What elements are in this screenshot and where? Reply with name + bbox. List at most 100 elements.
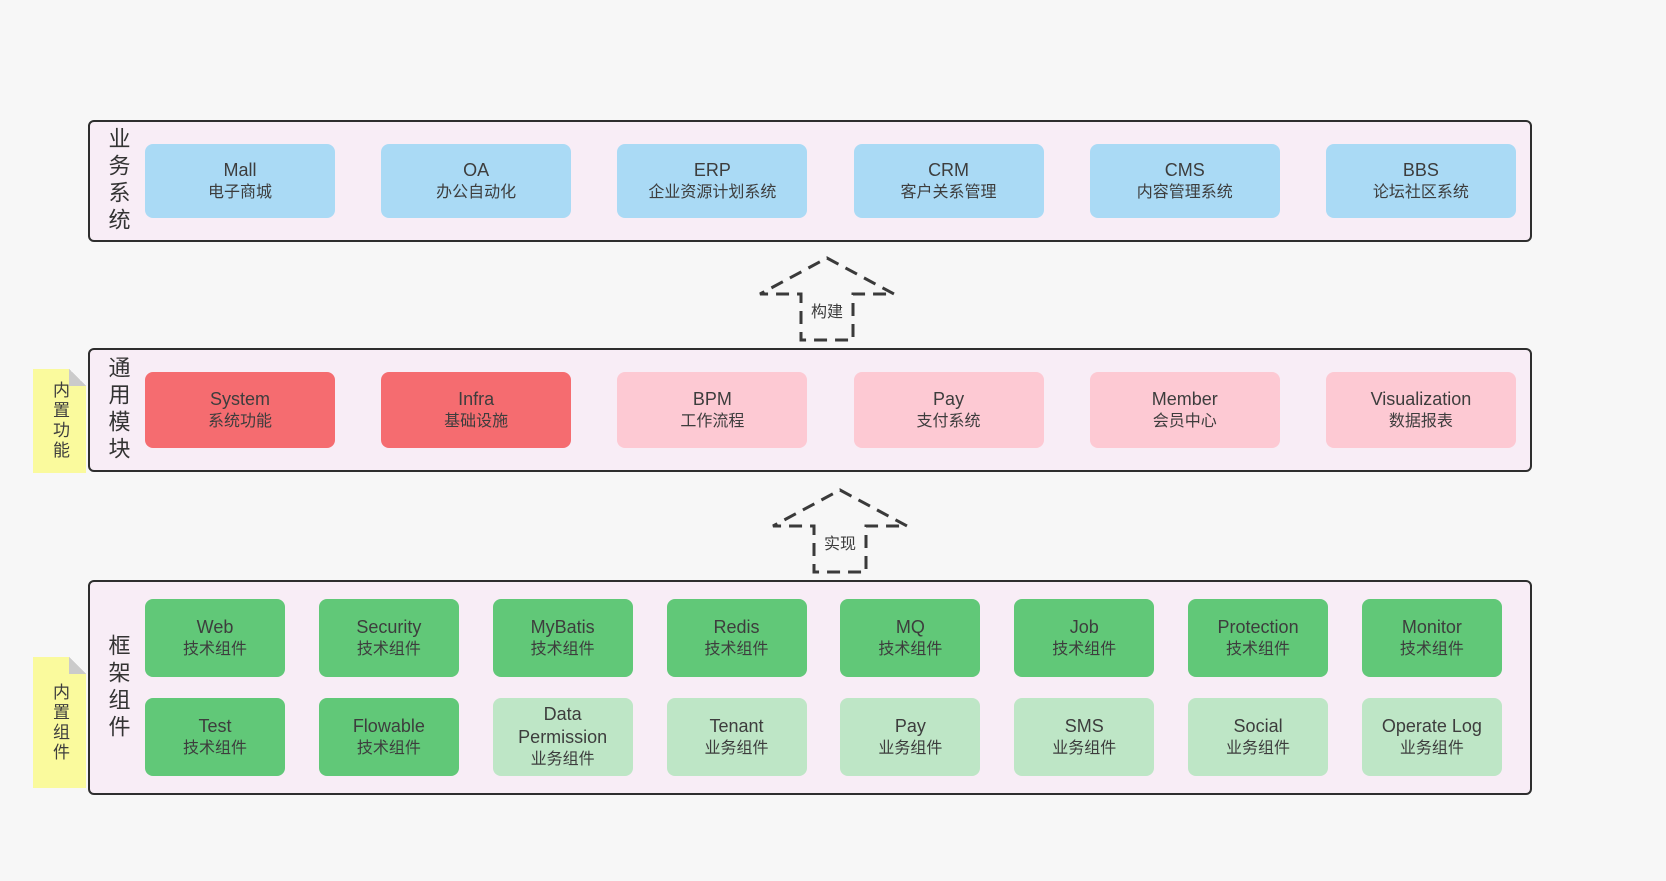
node-title: System bbox=[209, 388, 270, 409]
node-title: SMS bbox=[1064, 715, 1104, 736]
node-subtitle: 技术组件 bbox=[182, 640, 247, 658]
node-title: OA bbox=[463, 159, 490, 180]
node-subtitle: 内容管理系统 bbox=[1136, 183, 1233, 201]
node-subtitle: 业务组件 bbox=[1399, 739, 1464, 757]
node-redis: Redis 技术组件 bbox=[666, 599, 807, 677]
node-title: Test bbox=[198, 715, 232, 736]
node-job: Job 技术组件 bbox=[1014, 599, 1155, 677]
node-oa: OA 办公自动化 bbox=[381, 144, 572, 218]
node-title: Operate Log bbox=[1381, 715, 1482, 736]
node-subtitle: 技术组件 bbox=[1052, 640, 1117, 658]
node-bpm: BPM 工作流程 bbox=[617, 372, 808, 448]
node-title: Social bbox=[1233, 715, 1283, 736]
node-subtitle: 业务组件 bbox=[704, 739, 769, 757]
arrow-label-implement: 实现 bbox=[819, 529, 861, 555]
node-subtitle: 技术组件 bbox=[356, 739, 421, 757]
node-subtitle: 办公自动化 bbox=[436, 183, 517, 201]
node-title: Redis bbox=[713, 616, 760, 637]
node-title: MyBatis bbox=[530, 616, 595, 637]
sticky-note-label: 内置功能 bbox=[50, 381, 69, 461]
node-subtitle: 工作流程 bbox=[680, 412, 745, 430]
sticky-fold-corner-icon bbox=[69, 369, 86, 386]
node-social: Social 业务组件 bbox=[1188, 698, 1329, 776]
node-subtitle: 企业资源计划系统 bbox=[648, 183, 777, 201]
node-web: Web 技术组件 bbox=[145, 599, 285, 677]
dashed-up-arrow-implement: 实现 bbox=[770, 487, 910, 575]
node-subtitle: 技术组件 bbox=[1226, 640, 1291, 658]
up-arrow-icon bbox=[759, 256, 895, 342]
node-title: MQ bbox=[895, 616, 925, 637]
node-title: Visualization bbox=[1370, 388, 1472, 409]
node-subtitle: 技术组件 bbox=[530, 640, 595, 658]
node-member: Member 会员中心 bbox=[1089, 372, 1280, 448]
node-operate-log: Operate Log 业务组件 bbox=[1361, 698, 1502, 776]
sticky-note-built-in-components: 内置组件 bbox=[33, 657, 86, 788]
up-arrow-icon bbox=[772, 488, 908, 574]
node-subtitle: 论坛社区系统 bbox=[1372, 183, 1469, 201]
node-subtitle: 技术组件 bbox=[182, 739, 247, 757]
node-monitor: Monitor 技术组件 bbox=[1361, 599, 1502, 677]
node-title: Job bbox=[1069, 616, 1099, 637]
node-subtitle: 技术组件 bbox=[1399, 640, 1464, 658]
node-title: BBS bbox=[1402, 159, 1439, 180]
node-subtitle: 技术组件 bbox=[356, 640, 421, 658]
node-sms: SMS 业务组件 bbox=[1014, 698, 1155, 776]
sticky-note-built-in-features: 内置功能 bbox=[33, 369, 86, 473]
node-title: Pay bbox=[933, 388, 965, 409]
node-title: Monitor bbox=[1401, 616, 1462, 637]
node-subtitle: 技术组件 bbox=[704, 640, 769, 658]
node-protection: Protection 技术组件 bbox=[1188, 599, 1329, 677]
node-subtitle: 客户关系管理 bbox=[900, 183, 997, 201]
node-subtitle: 业务组件 bbox=[878, 739, 943, 757]
node-subtitle: 业务组件 bbox=[530, 751, 595, 768]
band-label-business-systems: 业务系统 bbox=[105, 127, 131, 235]
node-mall: Mall 电子商城 bbox=[145, 144, 335, 218]
node-title: Pay bbox=[894, 715, 926, 736]
node-mybatis: MyBatis 技术组件 bbox=[492, 599, 633, 677]
node-title: Security bbox=[356, 616, 422, 637]
band-label-common-modules: 通用模块 bbox=[105, 356, 131, 464]
node-security: Security 技术组件 bbox=[318, 599, 459, 677]
arrow-label-build: 构建 bbox=[806, 297, 848, 323]
node-title: Protection bbox=[1217, 616, 1299, 637]
node-title: CMS bbox=[1164, 159, 1205, 180]
node-flowable: Flowable 技术组件 bbox=[318, 698, 459, 776]
node-subtitle: 系统功能 bbox=[207, 412, 272, 430]
node-bbs: BBS 论坛社区系统 bbox=[1325, 144, 1516, 218]
node-subtitle: 业务组件 bbox=[1052, 739, 1117, 757]
node-title: BPM bbox=[692, 388, 732, 409]
node-title: Mall bbox=[223, 159, 257, 180]
node-title: Member bbox=[1151, 388, 1218, 409]
node-subtitle: 电子商城 bbox=[207, 183, 272, 201]
node-system: System 系统功能 bbox=[145, 372, 335, 448]
node-title: Flowable bbox=[352, 715, 425, 736]
node-pay: Pay 业务组件 bbox=[840, 698, 981, 776]
node-visualization: Visualization 数据报表 bbox=[1325, 372, 1516, 448]
dashed-up-arrow-build: 构建 bbox=[757, 255, 897, 343]
node-subtitle: 会员中心 bbox=[1152, 412, 1217, 430]
node-title: Infra bbox=[458, 388, 495, 409]
node-subtitle: 数据报表 bbox=[1388, 412, 1453, 430]
node-subtitle: 业务组件 bbox=[1226, 739, 1291, 757]
sticky-note-label: 内置组件 bbox=[50, 682, 69, 763]
node-title: Web bbox=[196, 616, 234, 637]
sticky-fold-corner-icon bbox=[69, 657, 86, 674]
node-title: Data Permission bbox=[518, 704, 608, 747]
